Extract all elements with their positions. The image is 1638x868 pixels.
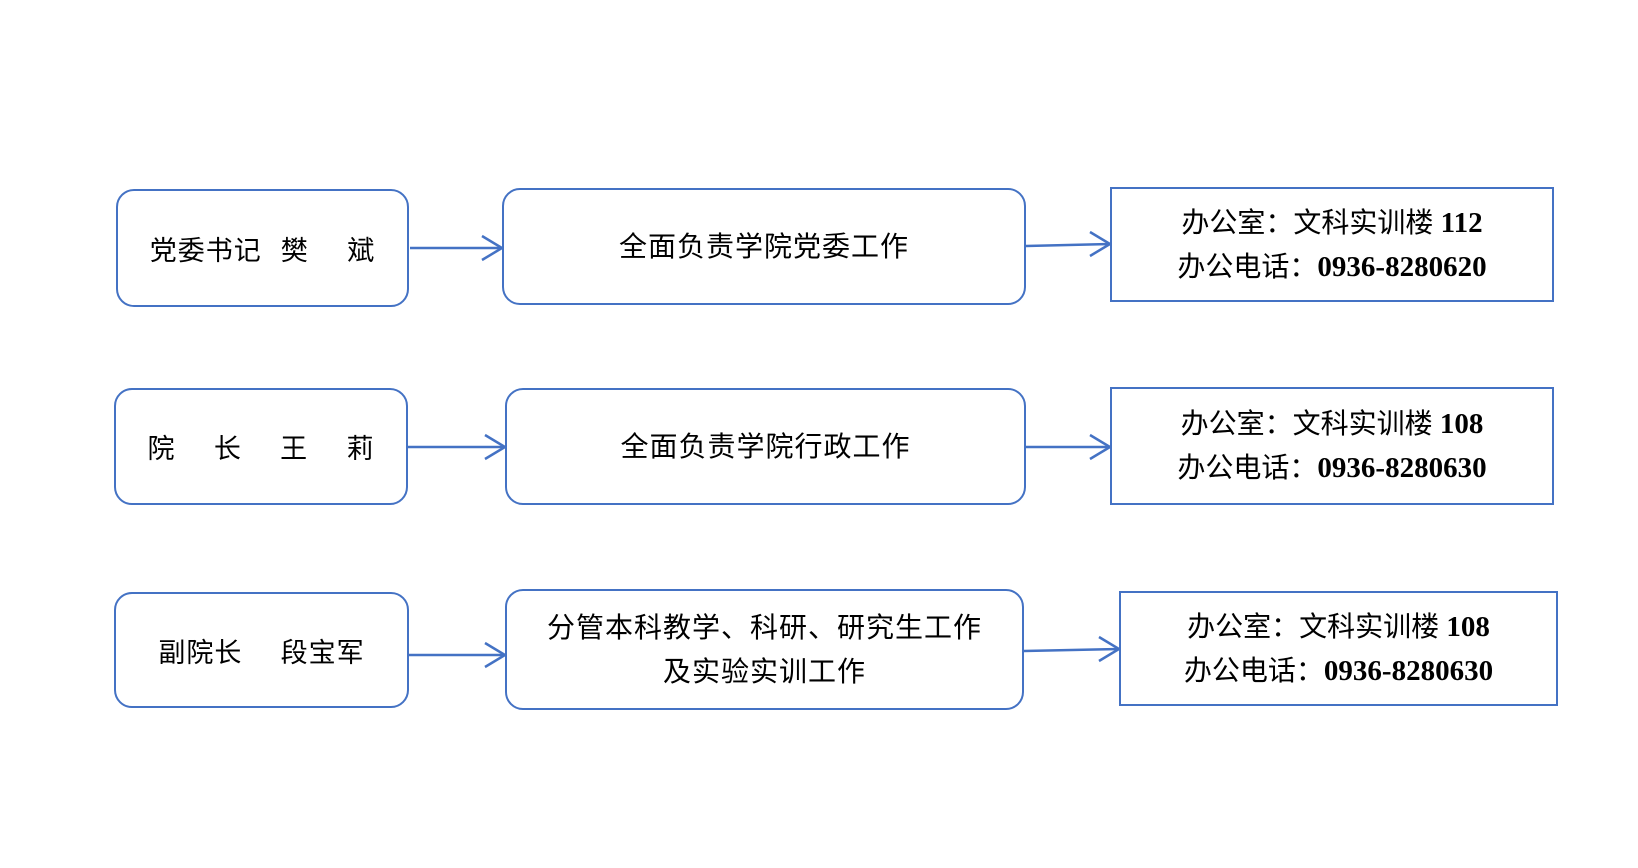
arrow-person-to-duty-3 <box>409 641 508 669</box>
office-label: 办公室：文科实训楼 <box>1180 407 1433 440</box>
office-box-2: 办公室：文科实训楼 108 办公电话：0936-8280630 <box>1110 387 1554 505</box>
arrow-duty-to-office-2 <box>1026 433 1113 461</box>
phone-line: 办公电话：0936-8280630 <box>1184 649 1493 693</box>
office-number: 108 <box>1432 408 1484 440</box>
duty-line: 全面负责学院行政工作 <box>620 429 911 463</box>
office-box-3: 办公室：文科实训楼 108 办公电话：0936-8280630 <box>1119 591 1558 706</box>
phone-number: 0936-8280630 <box>1317 452 1487 484</box>
phone-label: 办公电话： <box>1177 249 1318 283</box>
person-box-2: 院 长 王 莉 <box>114 388 408 505</box>
office-label: 办公室：文科实训楼 <box>1187 609 1440 643</box>
phone-label: 办公电话： <box>1183 653 1324 687</box>
duty-line: 分管本科教学、科研、研究生工作 <box>546 610 982 644</box>
phone-line: 办公电话：0936-8280630 <box>1177 446 1486 490</box>
office-label: 办公室：文科实训楼 <box>1181 205 1434 239</box>
office-box-1: 办公室：文科实训楼 112 办公电话：0936-8280620 <box>1110 187 1554 302</box>
phone-number: 0936-8280620 <box>1317 250 1487 283</box>
office-number: 112 <box>1433 206 1483 239</box>
duty-box-2: 全面负责学院行政工作 <box>505 388 1026 505</box>
arrow-duty-to-office-1 <box>1025 230 1113 258</box>
person-label-1: 党委书记 樊 斌 <box>149 235 376 267</box>
duty-line: 全面负责学院党委工作 <box>618 229 909 263</box>
person-label-2: 院 长 王 莉 <box>147 434 375 465</box>
office-line: 办公室：文科实训楼 112 <box>1181 201 1482 245</box>
office-number: 108 <box>1439 610 1490 643</box>
phone-label: 办公电话： <box>1177 451 1318 484</box>
arrow-person-to-duty-2 <box>408 433 508 461</box>
duty-line: 及实验实训工作 <box>662 654 866 688</box>
phone-number: 0936-8280630 <box>1323 654 1494 687</box>
phone-line: 办公电话：0936-8280620 <box>1177 245 1486 289</box>
person-box-3: 副院长 段宝军 <box>114 592 409 708</box>
arrow-duty-to-office-3 <box>1023 635 1122 663</box>
person-box-1: 党委书记 樊 斌 <box>116 189 409 307</box>
office-line: 办公室：文科实训楼 108 <box>1187 605 1490 649</box>
duty-box-3: 分管本科教学、科研、研究生工作 及实验实训工作 <box>505 589 1024 710</box>
person-label-3: 副院长 段宝军 <box>158 637 365 669</box>
arrow-person-to-duty-1 <box>410 234 505 262</box>
duty-box-1: 全面负责学院党委工作 <box>502 188 1026 305</box>
office-line: 办公室：文科实训楼 108 <box>1181 402 1484 446</box>
